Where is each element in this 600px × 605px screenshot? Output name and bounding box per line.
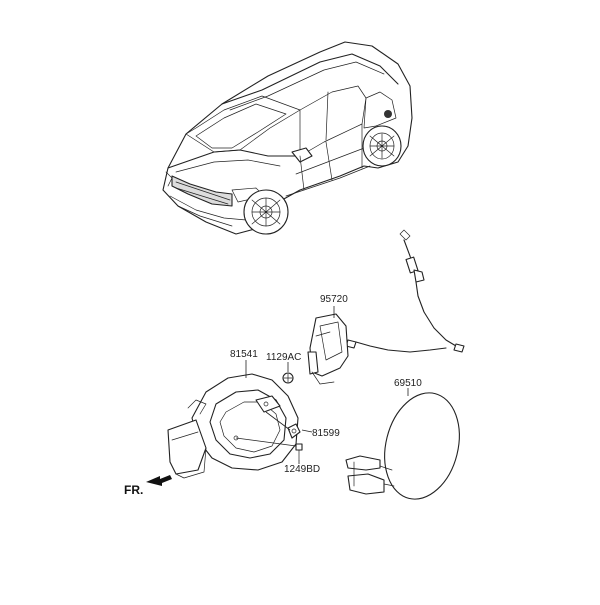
part-69510-fuel-door xyxy=(345,392,460,500)
vehicle-illustration xyxy=(162,41,413,235)
part-81599-clip xyxy=(287,423,301,439)
label-69510: 69510 xyxy=(394,378,422,389)
label-81599: 81599 xyxy=(312,428,340,439)
leader-lines xyxy=(235,306,409,464)
label-81541: 81541 xyxy=(230,349,258,360)
part-1129AC-screw xyxy=(282,372,294,384)
label-95720: 95720 xyxy=(320,294,348,305)
fuel-door-marker xyxy=(384,110,392,118)
part-1249BD-bolt xyxy=(295,443,303,461)
release-cable xyxy=(345,229,465,353)
front-arrow-icon xyxy=(146,475,172,486)
part-81541-housing xyxy=(167,373,299,479)
direction-label: FR. xyxy=(124,483,143,497)
front-direction-indicator: FR. xyxy=(124,475,172,497)
label-1249BD: 1249BD xyxy=(284,464,320,475)
part-95720-actuator xyxy=(307,313,349,385)
label-1129AC: 1129AC xyxy=(266,352,301,363)
